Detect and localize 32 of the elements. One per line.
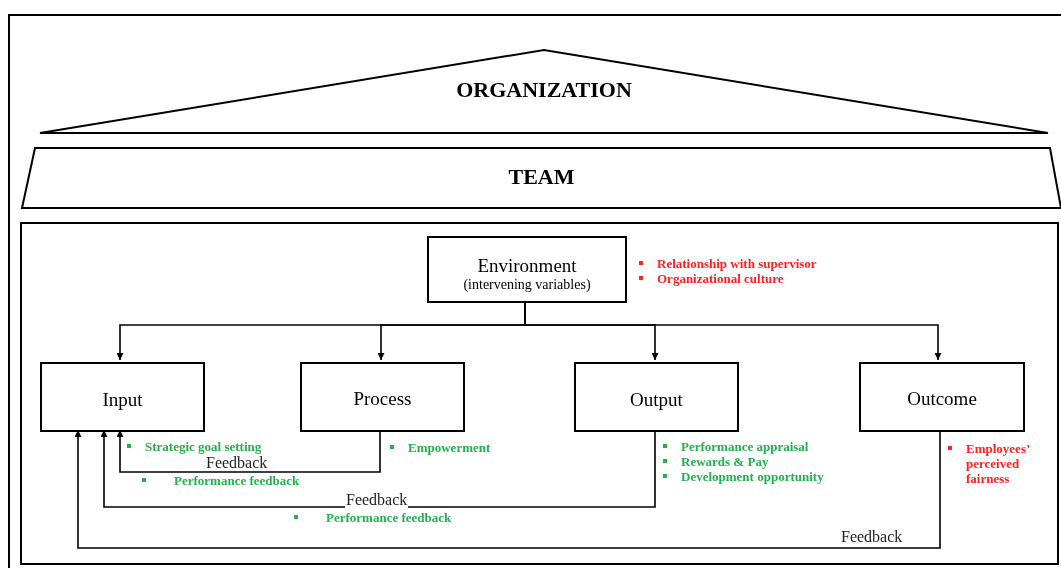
list-text: Rewards & Pay: [681, 454, 769, 469]
node-subtitle: (intervening variables): [463, 276, 591, 293]
node-title: Output: [630, 389, 683, 410]
arrow: [100, 429, 656, 508]
node-title: Environment: [477, 255, 577, 276]
process-box: [40, 362, 205, 432]
node-title: Process: [353, 388, 412, 409]
trapezoid-band: [22, 148, 1061, 208]
node-title: TEAM: [508, 165, 575, 189]
list-text: Empowerment: [408, 440, 491, 455]
list-text: Performance appraisal: [681, 439, 809, 454]
process-box: [574, 362, 739, 432]
arrow: [116, 429, 381, 473]
node-title: ORGANIZATION: [456, 78, 632, 102]
list-text: Employees’ perceived fairness: [966, 441, 1031, 486]
list-text: Organizational culture: [657, 271, 784, 286]
list-text: Development opportunity: [681, 469, 824, 484]
edge-label: Feedback: [345, 492, 409, 508]
triangle-band: [40, 50, 1048, 133]
note-text: Performance feedback: [326, 510, 452, 525]
edge-label: Feedback: [205, 455, 269, 471]
note-text: Performance feedback: [174, 473, 300, 488]
list-text: Strategic goal setting: [145, 439, 262, 454]
process-box: [300, 362, 465, 432]
node-title: Input: [102, 389, 143, 410]
process-box: [427, 236, 627, 303]
container-box: [20, 222, 1059, 565]
arrow: [74, 429, 941, 549]
node-title: Outcome: [907, 388, 977, 409]
list-text: Relationship with supervisor: [657, 256, 817, 271]
edge-label: Feedback: [840, 529, 904, 545]
process-box: [859, 362, 1025, 432]
